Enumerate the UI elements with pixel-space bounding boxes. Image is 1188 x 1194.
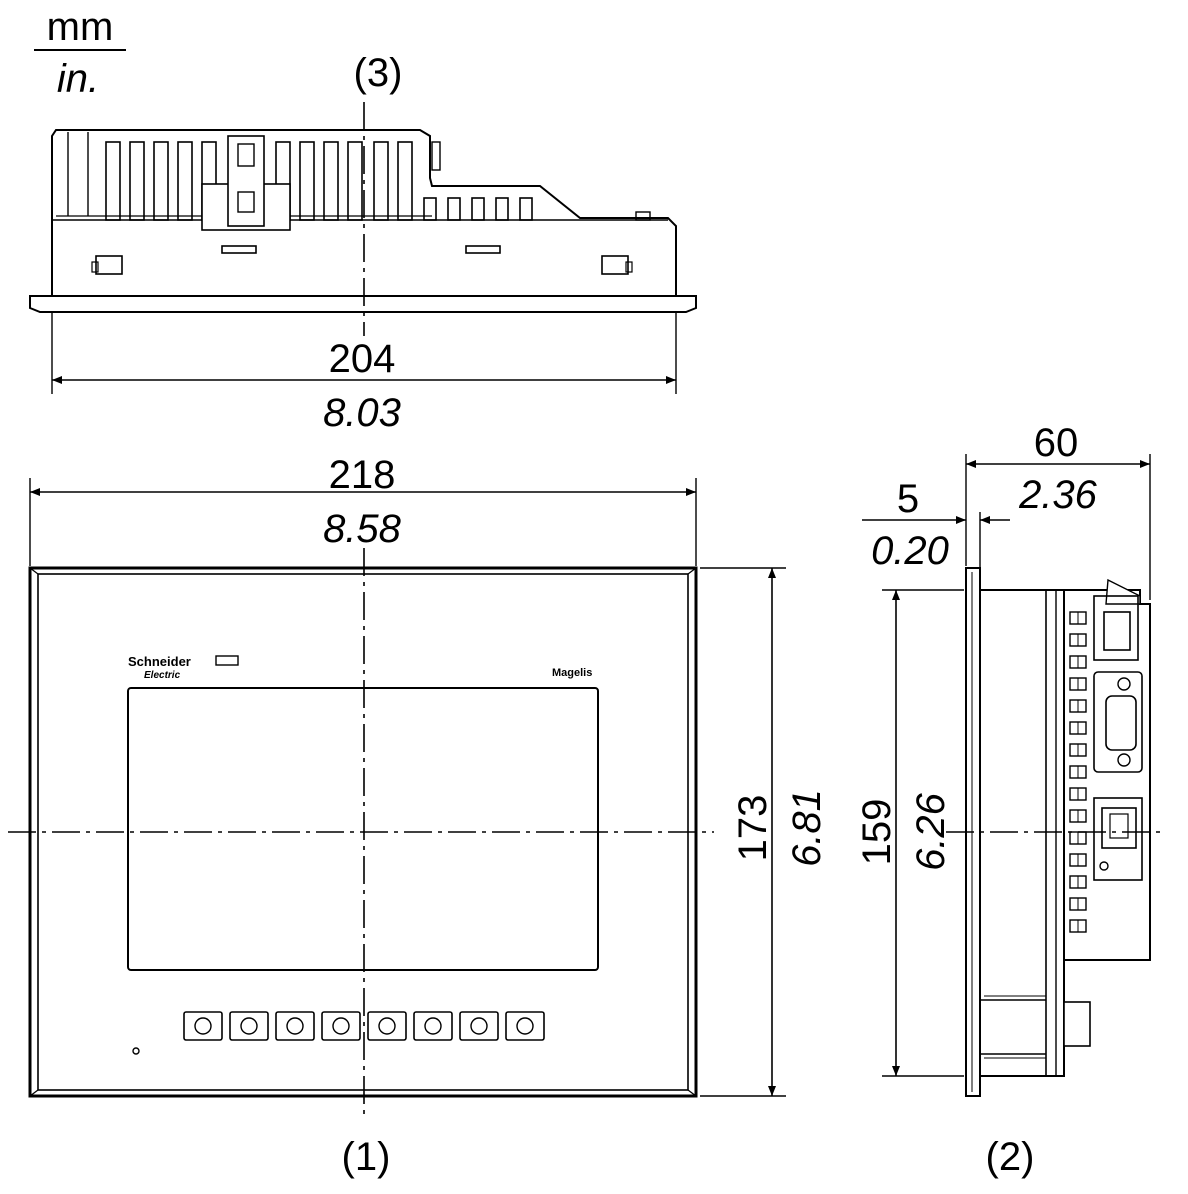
function-keys: [183, 1011, 545, 1041]
side-height-in: 6.26: [909, 792, 953, 871]
top-width-mm: 204: [329, 337, 396, 381]
brand-maker-line2: Electric: [144, 670, 181, 681]
status-led: [132, 1047, 140, 1055]
function-key-button: [240, 1017, 258, 1035]
front-width-mm: 218: [329, 453, 396, 497]
front-height-mm: 173: [731, 795, 775, 862]
side-view: 60 2.36 5 0.20: [855, 421, 1162, 1179]
ethernet-port: [1093, 797, 1143, 881]
side-depth-in: 2.36: [1018, 473, 1098, 517]
front-view-label: (1): [342, 1135, 391, 1179]
function-key: [229, 1011, 269, 1041]
function-key-button: [286, 1017, 304, 1035]
brand-product: Magelis: [552, 667, 592, 679]
function-key: [505, 1011, 545, 1041]
function-key-button: [470, 1017, 488, 1035]
side-body: [979, 589, 1065, 1077]
schneider-logo: Schneider Electric: [128, 654, 239, 681]
side-depth-mm: 60: [1034, 421, 1079, 465]
side-bezel-in: 0.20: [871, 529, 949, 573]
side-terminal-block: [1069, 611, 1087, 933]
serial-port: [1093, 671, 1143, 773]
function-key: [275, 1011, 315, 1041]
top-view-label: (3): [354, 51, 403, 95]
brand-maker-line1: Schneider: [128, 654, 191, 669]
top-view-bezel: [29, 295, 697, 313]
function-key-button: [378, 1017, 396, 1035]
side-bracket: [1063, 1001, 1091, 1047]
function-key: [459, 1011, 499, 1041]
front-view: 218 8.58 Schneider Electric Magelis 173 …: [8, 453, 829, 1179]
side-bezel-mm: 5: [897, 477, 919, 521]
top-width-in: 8.03: [323, 391, 401, 435]
front-display-screen: [127, 687, 599, 971]
side-view-label: (2): [986, 1135, 1035, 1179]
front-width-in: 8.58: [323, 507, 402, 551]
unit-in: in.: [57, 57, 99, 101]
unit-mm: mm: [47, 5, 114, 49]
function-key: [413, 1011, 453, 1041]
function-key: [367, 1011, 407, 1041]
function-key-button: [516, 1017, 534, 1035]
front-height-in: 6.81: [785, 789, 829, 867]
top-view-clips: [91, 245, 633, 275]
function-key: [183, 1011, 223, 1041]
function-key: [321, 1011, 361, 1041]
function-key-button: [194, 1017, 212, 1035]
side-height-mm: 159: [855, 799, 899, 866]
top-view: (3): [29, 51, 697, 435]
usb-port: [1103, 611, 1131, 651]
function-key-button: [332, 1017, 350, 1035]
units-legend: mm in.: [34, 5, 126, 101]
function-key-button: [424, 1017, 442, 1035]
top-view-connector: [201, 135, 291, 231]
